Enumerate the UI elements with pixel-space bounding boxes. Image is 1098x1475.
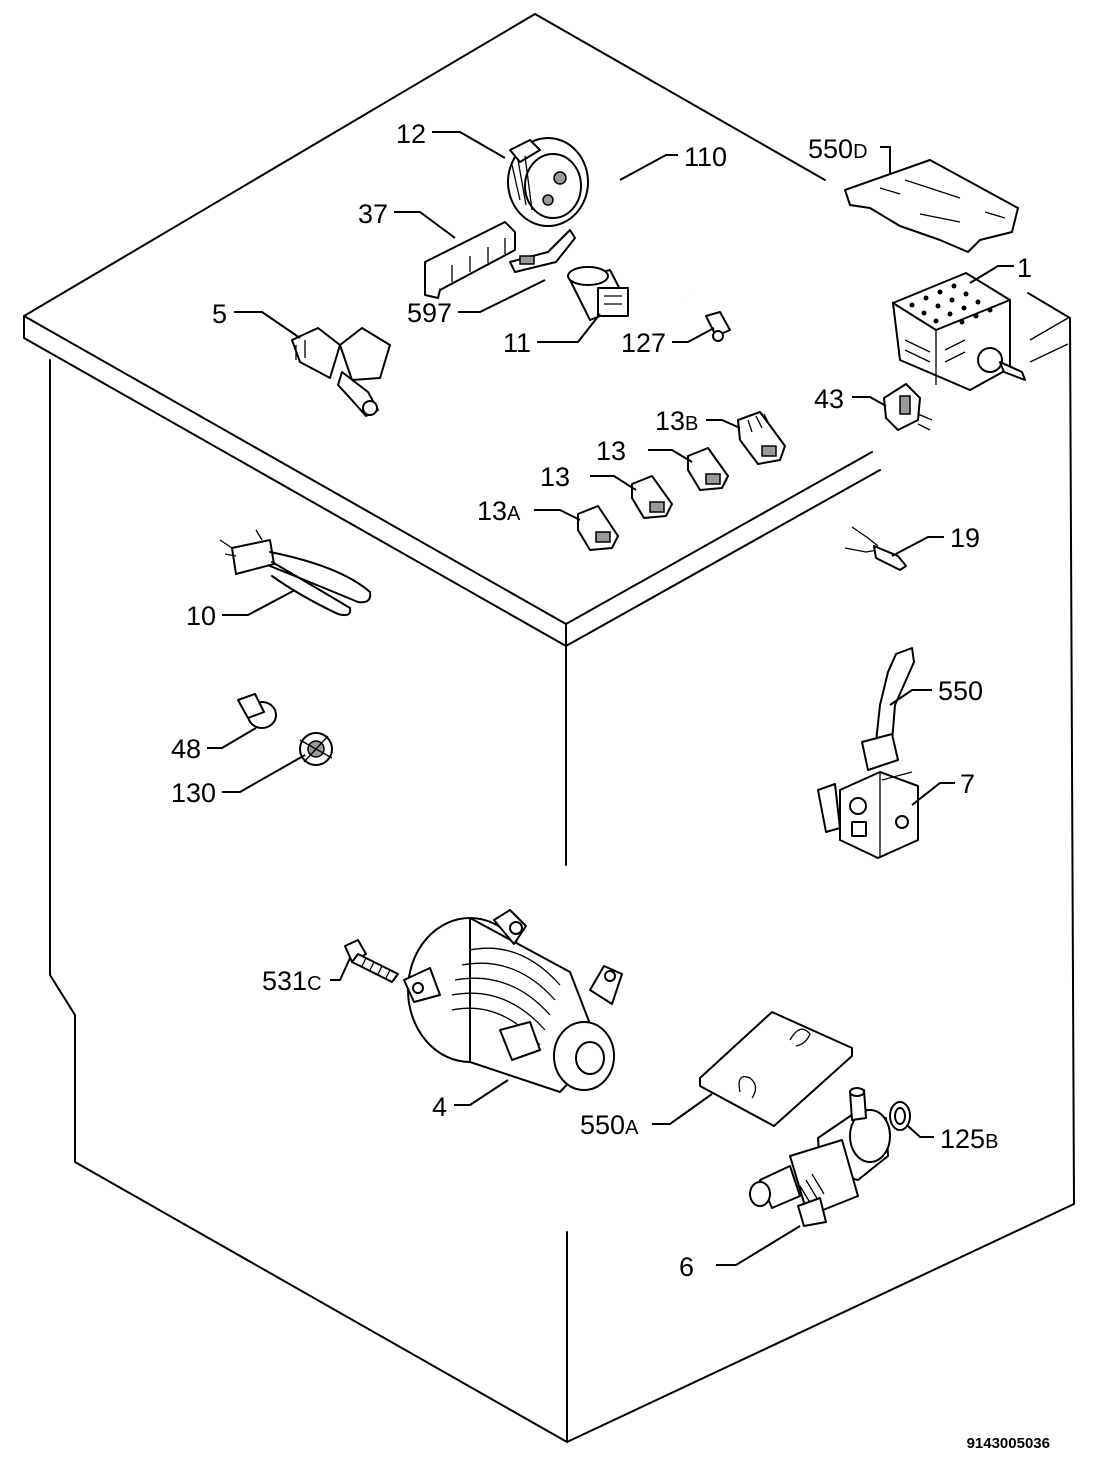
callout-531C: 531C	[262, 966, 322, 996]
part-550A-pad	[699, 1011, 853, 1127]
callout-5: 5	[212, 299, 227, 329]
callout-43: 43	[814, 384, 844, 414]
callout-597: 597	[407, 298, 452, 328]
callout-11: 11	[503, 328, 531, 358]
callout-labels: 12 110 550D 37 1 5 597 11 127 43 13B 13 …	[171, 119, 1032, 1282]
callout-110: 110	[684, 142, 727, 172]
part-48-thermostat	[237, 693, 277, 729]
callout-13B: 13B	[655, 406, 698, 436]
part-550D-cover	[844, 159, 1019, 253]
part-10-heater	[219, 529, 372, 617]
part-5-valve	[291, 327, 391, 417]
part-37-bracket	[424, 221, 516, 299]
part-127-connector	[705, 311, 731, 342]
callout-10: 10	[186, 601, 216, 631]
part-531C-screw	[344, 939, 399, 983]
cabinet-outline	[23, 13, 1075, 1443]
callout-130: 130	[171, 778, 216, 808]
callout-7: 7	[960, 769, 975, 799]
part-13B-connector	[737, 411, 786, 465]
callout-19: 19	[950, 523, 980, 553]
part-130-gear	[299, 732, 333, 766]
callout-550: 550	[938, 676, 983, 706]
callout-37: 37	[358, 199, 388, 229]
part-4-motor	[403, 909, 623, 1093]
part-19-sensor	[844, 526, 907, 571]
callout-127: 127	[621, 328, 666, 358]
callout-550D: 550D	[808, 134, 868, 164]
part-550-lever	[861, 647, 915, 771]
callout-12: 12	[396, 119, 426, 149]
callout-6: 6	[679, 1252, 694, 1282]
part-12-pressure-switch	[507, 137, 589, 227]
part-13A-connector	[577, 505, 619, 551]
part-110-hose	[549, 130, 689, 298]
callout-550A: 550A	[580, 1110, 639, 1140]
part-11-capacitor	[567, 266, 629, 321]
callout-1: 1	[1017, 253, 1032, 283]
part-125B-ring	[889, 1101, 911, 1131]
drawing-reference-number: 9143005036	[967, 1435, 1050, 1452]
callout-48: 48	[171, 734, 201, 764]
callout-4: 4	[432, 1092, 447, 1122]
callout-13A: 13A	[477, 496, 521, 526]
callout-13-lower: 13	[540, 462, 570, 492]
part-597-clip	[509, 229, 576, 273]
part-7-door-lock	[817, 771, 919, 859]
part-13-connector-upper	[687, 447, 729, 491]
part-13-connector-lower	[631, 475, 673, 519]
part-43-switch	[883, 383, 933, 431]
part-6-pump	[749, 1087, 891, 1227]
leader-lines	[207, 131, 1014, 1266]
callout-13-upper: 13	[596, 436, 626, 466]
callout-125B: 125B	[940, 1124, 998, 1154]
part-1-controller	[892, 272, 1026, 391]
